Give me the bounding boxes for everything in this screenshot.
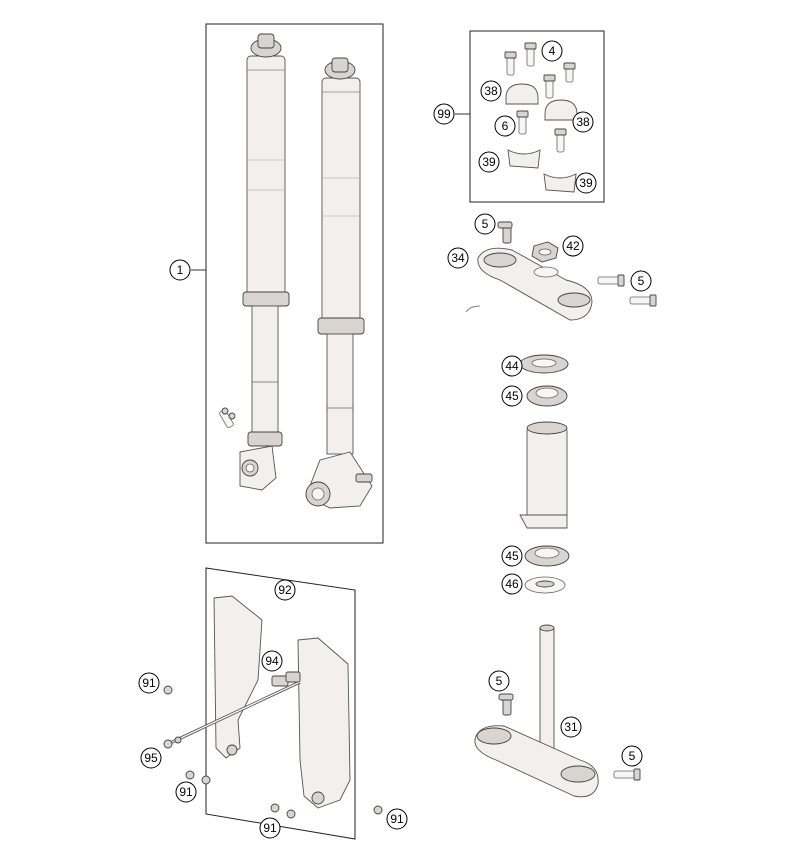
callout-45a: 45 (501, 385, 523, 407)
guard-screws[interactable] (163, 685, 383, 819)
clamp-kit-frame (469, 30, 605, 203)
callout-5b: 5 (630, 270, 652, 292)
callout-95: 95 (140, 747, 162, 769)
svg-text:46: 46 (505, 577, 519, 591)
callout-5a: 5 (474, 213, 496, 235)
svg-text:34: 34 (451, 251, 465, 265)
callout-42: 42 (562, 235, 584, 257)
svg-text:31: 31 (564, 720, 578, 734)
svg-text:94: 94 (265, 654, 279, 668)
svg-text:91: 91 (263, 821, 277, 835)
bearing-upper[interactable] (526, 385, 568, 407)
callout-5c: 5 (488, 670, 510, 692)
callout-99: 99 (433, 103, 455, 125)
svg-text:39: 39 (482, 155, 496, 169)
callout-1: 1 (169, 259, 191, 281)
callout-91a: 91 (138, 672, 160, 694)
svg-text:5: 5 (629, 749, 636, 763)
fork-assembly-frame (205, 23, 384, 544)
left-fork-leg[interactable] (219, 33, 290, 491)
svg-text:92: 92 (278, 583, 292, 597)
callout-38a: 38 (480, 80, 502, 102)
svg-text:38: 38 (484, 84, 498, 98)
svg-text:5: 5 (638, 274, 645, 288)
svg-text:42: 42 (566, 239, 580, 253)
callout-34: 34 (447, 247, 469, 269)
fork-guard-frame (205, 567, 356, 840)
callout-39a: 39 (478, 151, 500, 173)
dust-seal-lower[interactable] (524, 576, 566, 594)
callout-31: 31 (560, 716, 582, 738)
svg-text:6: 6 (502, 119, 509, 133)
callout-46: 46 (501, 573, 523, 595)
svg-text:99: 99 (437, 107, 451, 121)
svg-text:95: 95 (144, 751, 158, 765)
svg-text:38: 38 (576, 115, 590, 129)
svg-text:91: 91 (390, 812, 404, 826)
right-fork-leg[interactable] (305, 57, 373, 509)
svg-text:5: 5 (496, 674, 503, 688)
svg-text:91: 91 (142, 676, 156, 690)
callout-6: 6 (494, 115, 516, 137)
svg-text:45: 45 (505, 549, 519, 563)
steering-tube-sleeve[interactable] (519, 421, 568, 529)
callout-4: 4 (541, 40, 563, 62)
handlebar-clamp-kit[interactable] (504, 42, 578, 193)
svg-text:91: 91 (179, 785, 193, 799)
svg-text:4: 4 (549, 44, 556, 58)
callout-38b: 38 (572, 111, 594, 133)
callout-39b: 39 (575, 172, 597, 194)
fork-guards[interactable] (213, 595, 351, 809)
lower-triple-clamp[interactable] (474, 624, 641, 798)
bearing-seal-upper[interactable] (519, 354, 569, 374)
svg-text:44: 44 (505, 359, 519, 373)
svg-text:39: 39 (579, 176, 593, 190)
callout-91d: 91 (386, 808, 408, 830)
upper-triple-clamp[interactable] (465, 221, 657, 321)
callout-5d: 5 (621, 745, 643, 767)
callout-91c: 91 (259, 817, 281, 839)
svg-text:5: 5 (482, 217, 489, 231)
callout-94: 94 (261, 650, 283, 672)
callout-44: 44 (501, 355, 523, 377)
svg-text:45: 45 (505, 389, 519, 403)
guard-rod-and-clips[interactable] (163, 671, 301, 749)
callout-45b: 45 (501, 545, 523, 567)
callout-91b: 91 (175, 781, 197, 803)
svg-text:1: 1 (177, 263, 184, 277)
bearing-lower[interactable] (524, 545, 570, 567)
callout-92: 92 (274, 579, 296, 601)
